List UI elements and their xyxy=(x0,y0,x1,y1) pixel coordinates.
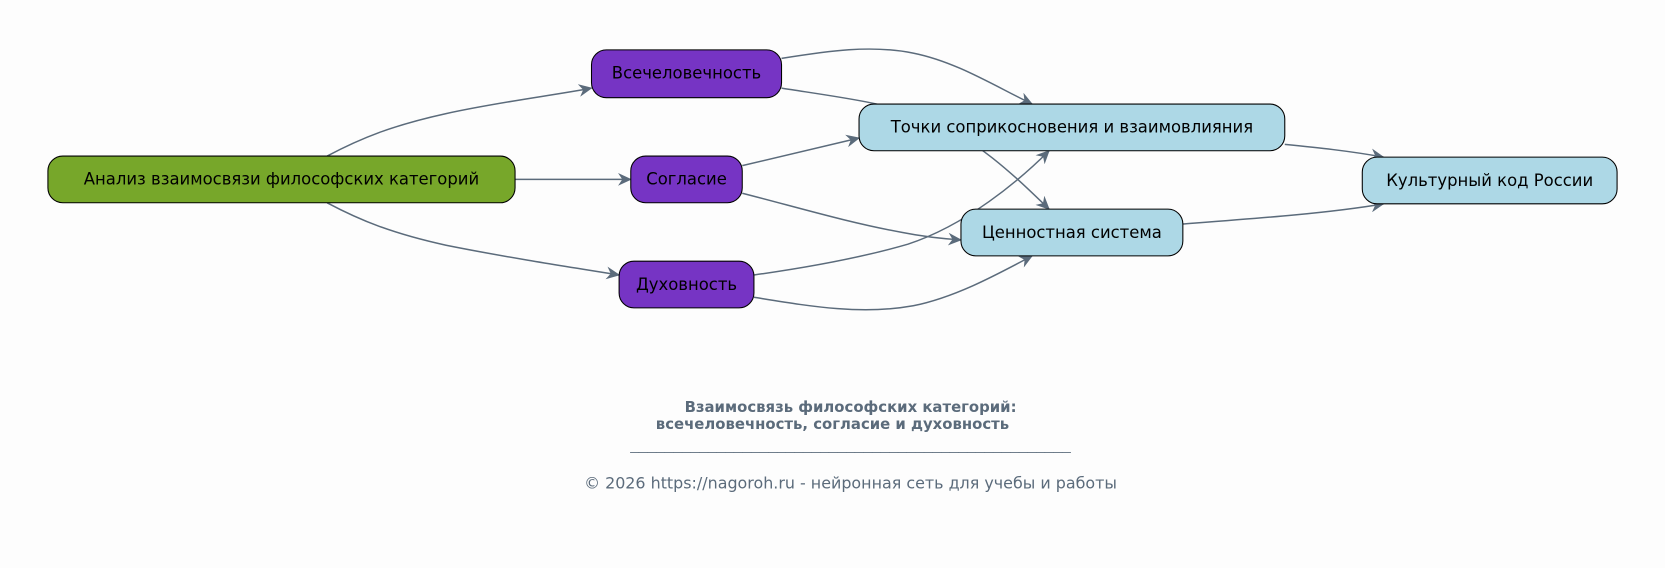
edge-root-vsechelovechnost xyxy=(326,84,593,157)
edge-tochki-kod xyxy=(1284,143,1385,162)
edge-soglasie-tochki xyxy=(742,134,861,167)
node-kod[interactable]: Культурный код России xyxy=(1361,156,1618,205)
node-root-label: Анализ взаимосвязи философских категорий xyxy=(84,170,479,189)
edge-root-dukhovnost xyxy=(326,202,621,280)
edge-vsechelovechnost-tochki xyxy=(781,48,1034,105)
node-dukhovnost[interactable]: Духовность xyxy=(618,260,755,309)
edge-dukhovnost-tochki xyxy=(753,150,1050,276)
caption-separator: ________________________________________… xyxy=(629,439,1072,454)
node-tochki[interactable]: Точки соприкосновения и взаимовлияния xyxy=(858,103,1286,152)
caption-footer: © 2026 https://nagoroh.ru - нейронная се… xyxy=(584,473,1117,492)
node-vsechelovechnost-label: Всечеловечность xyxy=(612,64,761,83)
node-dukhovnost-label: Духовность xyxy=(636,275,737,294)
caption: Взаимосвязь философских категорий: всече… xyxy=(584,398,1117,492)
node-soglasie-label: Согласие xyxy=(646,170,727,189)
node-tsennostnaya-label: Ценностная система xyxy=(982,223,1162,242)
caption-title-line1: Взаимосвязь философских категорий: xyxy=(685,398,1017,416)
node-root[interactable]: Анализ взаимосвязи философских категорий xyxy=(47,155,516,204)
node-soglasie[interactable]: Согласие xyxy=(630,155,743,204)
node-vsechelovechnost[interactable]: Всечеловечность xyxy=(590,49,783,99)
edge-dukhovnost-tsennostnaya xyxy=(753,255,1034,311)
node-kod-label: Культурный код России xyxy=(1386,171,1593,190)
node-tochki-label: Точки соприкосновения и взаимовлияния xyxy=(890,118,1253,137)
edge-tsennostnaya-kod xyxy=(1182,199,1385,225)
node-tsennostnaya[interactable]: Ценностная система xyxy=(960,208,1184,257)
caption-title-line2: всечеловечность, согласие и духовность xyxy=(656,415,1009,433)
edge-soglasie-tsennostnaya xyxy=(742,192,963,246)
